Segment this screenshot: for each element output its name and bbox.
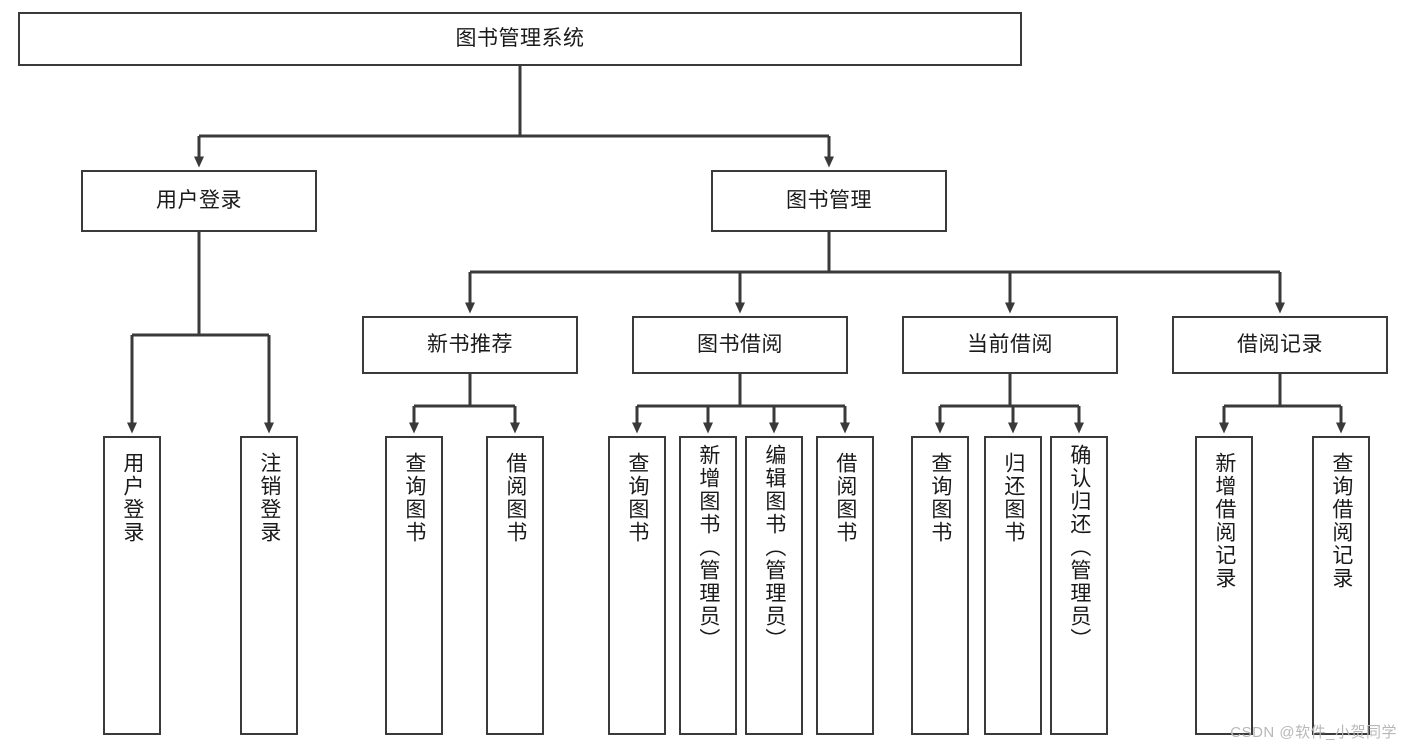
node-leaf-add-record[interactable]: 新增借阅记录 bbox=[1195, 436, 1253, 735]
node-leaf-user-logout-label: 注销登录 bbox=[257, 452, 281, 544]
node-root-label: 图书管理系统 bbox=[455, 26, 585, 50]
node-leaf-query-book-3-label: 查询图书 bbox=[928, 452, 952, 544]
node-new-book-rec-label: 新书推荐 bbox=[427, 332, 513, 356]
node-current-borrow[interactable]: 当前借阅 bbox=[902, 316, 1118, 374]
node-borrow-record-label: 借阅记录 bbox=[1237, 332, 1323, 356]
node-leaf-query-record[interactable]: 查询借阅记录 bbox=[1312, 436, 1370, 735]
node-leaf-edit-book-label: 编辑图书（管理员） bbox=[762, 444, 786, 651]
node-root[interactable]: 图书管理系统 bbox=[18, 12, 1022, 66]
node-leaf-query-record-label: 查询借阅记录 bbox=[1329, 452, 1353, 590]
node-leaf-add-record-label: 新增借阅记录 bbox=[1212, 452, 1236, 590]
node-leaf-user-login[interactable]: 用户登录 bbox=[103, 436, 161, 735]
node-leaf-edit-book[interactable]: 编辑图书（管理员） bbox=[745, 436, 803, 735]
node-leaf-user-login-label: 用户登录 bbox=[120, 452, 144, 544]
node-user-login[interactable]: 用户登录 bbox=[81, 170, 317, 232]
node-book-borrow-label: 图书借阅 bbox=[697, 332, 783, 356]
node-book-borrow[interactable]: 图书借阅 bbox=[632, 316, 848, 374]
node-leaf-confirm-return[interactable]: 确认归还（管理员） bbox=[1050, 436, 1108, 735]
node-leaf-add-book-label: 新增图书（管理员） bbox=[696, 444, 720, 651]
node-book-manage-label: 图书管理 bbox=[786, 188, 872, 212]
node-user-login-label: 用户登录 bbox=[156, 188, 242, 212]
node-book-manage[interactable]: 图书管理 bbox=[711, 170, 947, 232]
node-leaf-query-book-2[interactable]: 查询图书 bbox=[608, 436, 666, 735]
node-current-borrow-label: 当前借阅 bbox=[967, 332, 1053, 356]
node-leaf-query-book-1-label: 查询图书 bbox=[402, 452, 426, 544]
node-leaf-borrow-book-2-label: 借阅图书 bbox=[833, 452, 857, 544]
node-leaf-borrow-book-1[interactable]: 借阅图书 bbox=[486, 436, 544, 735]
node-leaf-query-book-3[interactable]: 查询图书 bbox=[911, 436, 969, 735]
node-leaf-add-book[interactable]: 新增图书（管理员） bbox=[679, 436, 737, 735]
node-leaf-return-book[interactable]: 归还图书 bbox=[984, 436, 1042, 735]
node-leaf-user-logout[interactable]: 注销登录 bbox=[240, 436, 298, 735]
node-leaf-confirm-return-label: 确认归还（管理员） bbox=[1067, 444, 1091, 651]
node-new-book-rec[interactable]: 新书推荐 bbox=[362, 316, 578, 374]
node-leaf-borrow-book-2[interactable]: 借阅图书 bbox=[816, 436, 874, 735]
node-leaf-borrow-book-1-label: 借阅图书 bbox=[503, 452, 527, 544]
node-leaf-query-book-2-label: 查询图书 bbox=[625, 452, 649, 544]
watermark: CSDN @软件_小贺同学 bbox=[1230, 724, 1397, 741]
node-leaf-query-book-1[interactable]: 查询图书 bbox=[385, 436, 443, 735]
node-leaf-return-book-label: 归还图书 bbox=[1001, 452, 1025, 544]
node-borrow-record[interactable]: 借阅记录 bbox=[1172, 316, 1388, 374]
